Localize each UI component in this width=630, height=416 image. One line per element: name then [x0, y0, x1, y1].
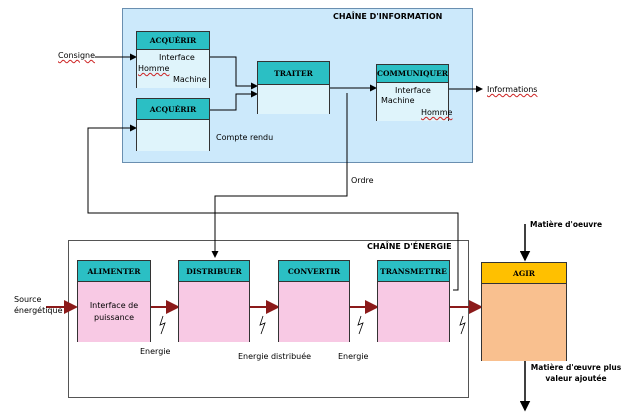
communiquer-line1: Interface	[395, 86, 431, 95]
traiter-body	[258, 85, 329, 114]
communiquer-line2: Machine	[381, 96, 415, 105]
compte-rendu-label: Compte rendu	[216, 133, 274, 142]
acquerir2-to-traiter-arrow	[210, 90, 258, 111]
convertir-header: CONVERTIR	[279, 261, 349, 282]
energy-loss-bolt-2	[259, 315, 266, 335]
compte-rendu-feedback-line	[87, 124, 459, 291]
distribuer-header: DISTRIBUER	[179, 261, 249, 282]
acquerir-header-1: ACQUÉRIR	[137, 32, 209, 50]
communiquer-header: COMMUNIQUER	[377, 65, 448, 83]
agir-header: AGIR	[482, 263, 566, 284]
transmettre-block: TRANSMETTRE	[377, 260, 450, 342]
communiquer-body: Interface Machine Homme	[377, 83, 452, 121]
matiere-output-label: Matière d'œuvre plus valeur ajoutée	[530, 363, 622, 383]
information-chain-title: CHAÎNE D'INFORMATION	[333, 12, 443, 21]
distribuer-body	[179, 282, 249, 342]
agir-block: AGIR	[481, 262, 567, 361]
acquerir-body-1: Interface Homme Machine	[137, 50, 209, 88]
acquerir1-to-traiter-arrow	[210, 56, 258, 90]
acquerir-body-2	[137, 120, 209, 151]
agir-body	[482, 284, 566, 361]
acquerir1-line3: Machine	[173, 75, 207, 84]
informations-label: Informations	[487, 85, 538, 94]
source-energetique-label: Source énergétique	[14, 295, 63, 315]
acquerir1-line1: Interface	[159, 53, 195, 62]
acquerir-block-1: ACQUÉRIR Interface Homme Machine	[136, 31, 210, 88]
distribuer-block: DISTRIBUER	[178, 260, 250, 342]
energie-distribuee-label: Energie distribuée	[238, 352, 312, 361]
acquerir1-line2: Homme	[138, 64, 170, 73]
energy-chain-title: CHAÎNE D'ÉNERGIE	[367, 242, 452, 251]
energy-loss-bolt-1	[159, 315, 166, 335]
ordre-label: Ordre	[351, 176, 374, 185]
transmettre-body	[378, 282, 449, 342]
energy-loss-bolt-4	[459, 315, 466, 335]
energy-loss-bolt-3	[357, 315, 364, 335]
convertir-block: CONVERTIR	[278, 260, 350, 342]
communiquer-block: COMMUNIQUER Interface Machine Homme	[376, 64, 452, 121]
alimenter-header: ALIMENTER	[78, 261, 150, 282]
traiter-header: TRAITER	[258, 62, 329, 85]
ordre-arrow	[211, 93, 348, 258]
acquerir-header-2: ACQUÉRIR	[137, 99, 209, 120]
convertir-body	[279, 282, 349, 342]
matiere-oeuvre-label: Matière d'oeuvre	[530, 220, 603, 229]
energie-label-2: Energie	[338, 352, 369, 361]
traiter-block: TRAITER	[257, 61, 330, 114]
transmettre-header: TRANSMETTRE	[378, 261, 449, 282]
energie-label-1: Energie	[140, 347, 171, 356]
alimenter-body: Interface de puissance	[78, 282, 150, 342]
consigne-label: Consigne	[58, 51, 96, 60]
alimenter-block: ALIMENTER Interface de puissance	[77, 260, 151, 342]
communiquer-line3: Homme	[421, 108, 453, 117]
acquerir-block-2: ACQUÉRIR	[136, 98, 210, 151]
alimenter-body-label: Interface de puissance	[89, 301, 139, 322]
